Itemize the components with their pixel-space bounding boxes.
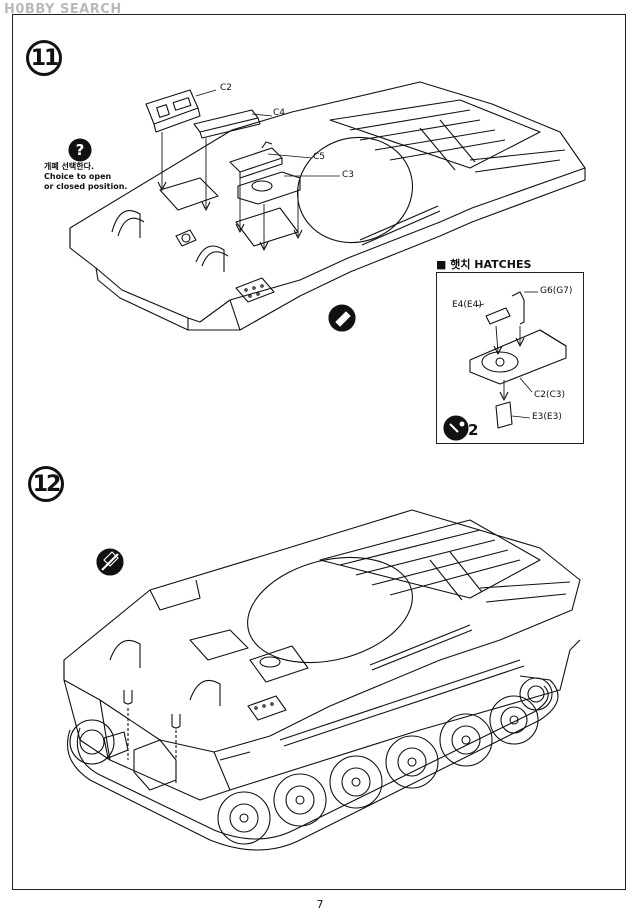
hatch-quantity: 2 bbox=[468, 421, 479, 439]
hatch-label-g6: G6(G7) bbox=[540, 286, 573, 296]
hull-assembly-step12 bbox=[63, 509, 581, 851]
hatch-label-e4: E4(E4) bbox=[452, 300, 482, 310]
part-label-c4: C4 bbox=[273, 108, 286, 118]
svg-text:?: ? bbox=[76, 141, 85, 159]
step-number-11: 11 bbox=[26, 40, 62, 76]
option-korean: 개폐 선택한다. bbox=[44, 162, 94, 171]
option-question-drawing bbox=[68, 138, 92, 162]
hatch-label-c2: C2(C3) bbox=[534, 390, 566, 400]
part-c3-hatch bbox=[237, 171, 340, 251]
part-label-c5: C5 bbox=[313, 152, 326, 162]
no-cement-drawing bbox=[96, 548, 124, 576]
small-cement-icon-drawing bbox=[443, 415, 469, 441]
part-c2-periscope bbox=[145, 89, 201, 191]
option-instruction: 개폐 선택한다. Choice to open or closed positi… bbox=[44, 162, 127, 192]
hatch-label-e3: E3(E3) bbox=[532, 412, 562, 422]
part-label-c3: C3 bbox=[342, 170, 355, 180]
page-number: 7 bbox=[316, 898, 324, 911]
step-number-12: 12 bbox=[28, 466, 64, 502]
watermark-text: H0BBY SEARCH bbox=[4, 2, 122, 17]
part-label-c2: C2 bbox=[220, 83, 233, 93]
hatches-title: ■ 햇치 HATCHES bbox=[436, 258, 532, 271]
option-english-line2: or closed position. bbox=[44, 182, 128, 191]
option-english-line1: Choice to open bbox=[44, 172, 112, 181]
cement-icon-drawing bbox=[328, 304, 356, 332]
page-frame bbox=[12, 14, 626, 890]
hatches-detail-box bbox=[436, 272, 584, 444]
part-c4-plate bbox=[193, 109, 273, 211]
hatch-detail-drawing bbox=[469, 291, 567, 429]
